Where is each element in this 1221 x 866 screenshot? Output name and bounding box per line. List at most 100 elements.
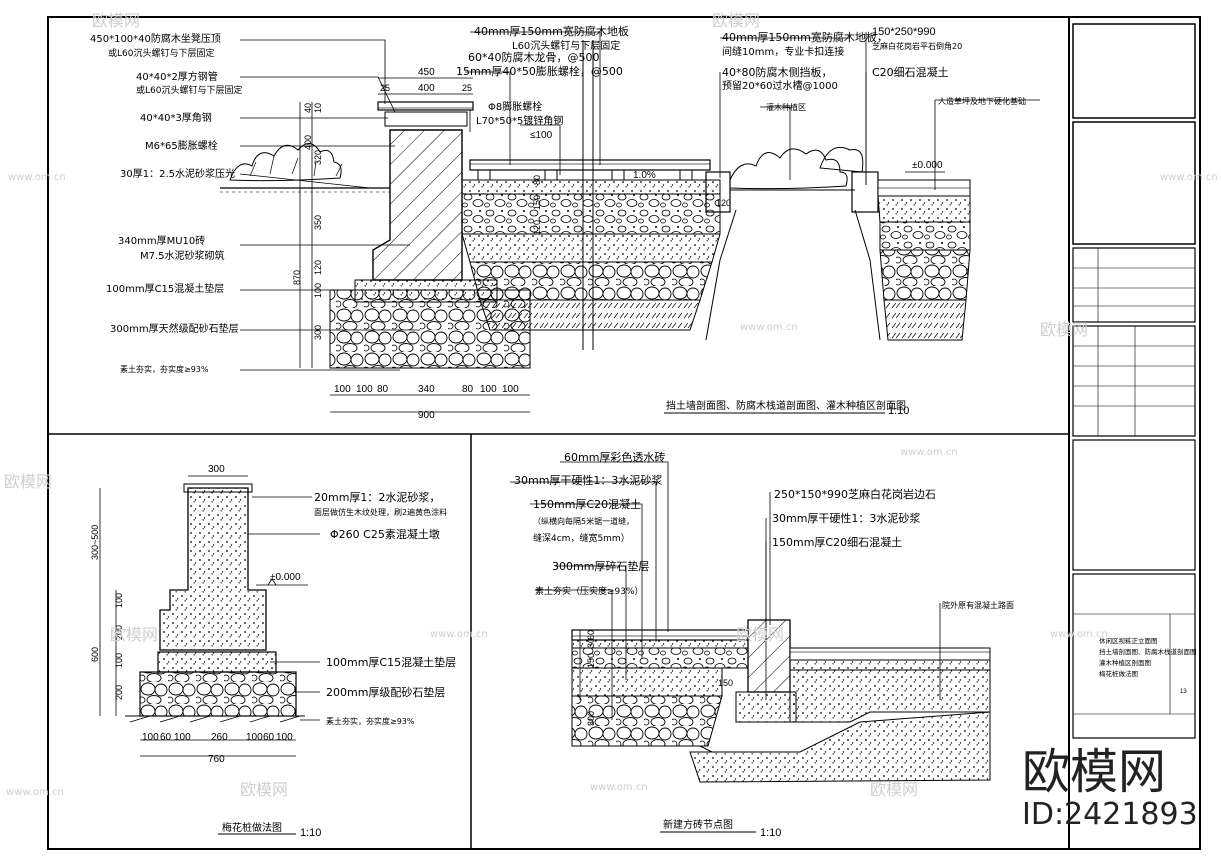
labels-section3: 60mm厚彩色透水砖 30mm厚干硬性1：3水泥砂浆 150mm厚C20混凝土 … xyxy=(514,450,1014,610)
leaders-section2 xyxy=(248,496,320,721)
dim-label: 100 xyxy=(502,384,519,395)
callout-label: 缝深4cm，缝宽5mm） xyxy=(533,532,630,544)
callout-label: 40mm厚150mm宽防腐木地板， xyxy=(722,30,888,44)
dim-label: 60 xyxy=(263,732,275,743)
callout-label: 或L60沉头螺钉与下层固定 xyxy=(108,47,214,59)
dim-label: 100 xyxy=(334,384,351,395)
dim-label: 100 xyxy=(356,384,373,395)
sheet-number: 13 xyxy=(1180,689,1187,695)
callout-label: 250*150*990芝麻白花岗岩边石 xyxy=(774,487,936,501)
watermark-text: 欧模网 xyxy=(110,625,158,644)
existing-road xyxy=(689,711,991,783)
leaders-section3 xyxy=(510,461,941,720)
watermark-text: www.om.cn xyxy=(740,322,798,333)
callout-label: 200mm厚级配砂石垫层 xyxy=(326,685,445,699)
dim-label: 10 xyxy=(313,103,323,113)
watermark-text: www.om.cn xyxy=(1050,629,1108,640)
callout-label: 30mm厚干硬性1：3水泥砂浆 xyxy=(772,511,920,525)
watermark-text: www.om.cn xyxy=(1160,172,1218,183)
callout-label: M7.5水泥砂浆砌筑 xyxy=(140,249,225,262)
brick-wall xyxy=(372,129,463,281)
dim-label: 80 xyxy=(462,384,474,395)
watermark-text: 欧模网 xyxy=(4,472,52,491)
dim-label: 200 xyxy=(114,685,124,700)
section3-scale: 1:10 xyxy=(760,827,781,839)
dim-label: 120 xyxy=(532,220,542,235)
section1-title: 挡土墙剖面图、防腐木栈道剖面图、灌木种植区剖面图 xyxy=(666,399,906,412)
callout-label: 300mm厚碎石垫层 xyxy=(552,559,649,573)
callout-label: 40mm厚150mm宽防腐木地板 xyxy=(474,24,629,38)
curb-stone xyxy=(747,619,791,693)
dim-label: 100 xyxy=(114,653,124,668)
dim-label: 60 xyxy=(160,732,172,743)
callout-label: 人造草坪及地下硬化基础 xyxy=(938,96,1026,106)
labels-top-section1: 40mm厚150mm宽防腐木地板 L60沉头螺钉与下层固定 60*40防腐木龙骨… xyxy=(456,24,1026,181)
dim-label: 150 xyxy=(718,678,733,688)
shrub-left xyxy=(229,143,342,182)
callout-label: L70*50*5镀锌角钢 xyxy=(476,114,563,127)
callout-label: C20细石混凝土 xyxy=(872,65,949,79)
dim-label: 300 xyxy=(313,325,323,340)
dim-label: 100 xyxy=(174,732,191,743)
callout-label: 450*100*40防腐木坐凳压顶 xyxy=(90,32,221,45)
svg-text:120: 120 xyxy=(716,198,731,208)
dim-label: 100 xyxy=(142,732,159,743)
dim-label: 340 xyxy=(418,384,435,395)
dim-label: 300~500 xyxy=(90,525,100,560)
wood-seat-cap xyxy=(377,101,474,111)
dim-label: 260 xyxy=(211,732,228,743)
callout-label: 340mm厚MU10砖 xyxy=(118,234,205,247)
callout-label: （纵横向每隔5米锯一道缝， xyxy=(533,516,634,526)
leaders-top xyxy=(465,31,1040,190)
dim-label: 60 xyxy=(586,630,596,640)
sheet-border xyxy=(47,16,1201,850)
pile-body xyxy=(159,487,267,651)
dim-label: 40 xyxy=(303,103,313,113)
callout-label: 100mm厚C15混凝土垫层 xyxy=(106,282,224,295)
dim-label: 350 xyxy=(313,215,323,230)
dim-label: 300 xyxy=(208,464,225,475)
dim-label: 870 xyxy=(292,270,302,285)
callout-label: 40*40*3厚角钢 xyxy=(140,111,212,124)
shrub-bed xyxy=(705,146,971,341)
callout-label: 素土夯实，夯实度≥93% xyxy=(326,716,415,726)
section-plum-pile: 300 300~500 100 200 600 100 200 100 60 1… xyxy=(90,464,456,839)
boardwalk: 120 xyxy=(461,40,731,350)
dim-labels-section2: 300 300~500 100 200 600 100 200 100 60 1… xyxy=(90,464,301,765)
dim-label: 100 xyxy=(246,732,263,743)
callout-label: 40*40*2厚方钢管 xyxy=(136,70,218,83)
dim-label: 120 xyxy=(313,260,323,275)
callout-label: 40*80防腐木侧挡板， xyxy=(722,65,833,79)
brand-logo-text: 欧模网 xyxy=(1022,744,1166,800)
watermark-text: 欧模网 xyxy=(712,11,760,30)
dim-label: 450 xyxy=(418,67,435,78)
dim-label: 100 xyxy=(114,593,124,608)
dim-label: 200 xyxy=(114,625,124,640)
title-block xyxy=(1072,23,1196,739)
watermark-text: www.om.cn xyxy=(6,787,64,798)
callout-label: 素土夯实（压实度≥93%） xyxy=(535,585,644,597)
callout-label: Φ260 C25素混凝土墩 xyxy=(330,527,440,541)
section2-scale: 1:10 xyxy=(300,827,321,839)
callout-label: 院外原有混凝土路面 xyxy=(942,600,1014,610)
drawing-list: 休闲区视粧正立面图 挡土墙剖面图、防腐木栈道剖面图 灌木种植区剖面图 梅花桩做法… xyxy=(1099,636,1197,695)
dim-label: 80 xyxy=(532,175,542,185)
drawing-list-item: 挡土墙剖面图、防腐木栈道剖面图 xyxy=(1099,647,1197,656)
callout-label: 预留20*60过水槽@1000 xyxy=(722,79,838,92)
watermark-text: www.om.cn xyxy=(8,172,66,183)
level-mark: ±0.000 xyxy=(912,160,943,171)
callout-label: 150mm厚C20细石混凝土 xyxy=(772,535,902,549)
dims-section3: 60 30 150 150 300 xyxy=(579,630,733,726)
dim-label: 400 xyxy=(418,83,435,94)
dim-label: 80 xyxy=(377,384,389,395)
callout-label: 60mm厚彩色透水砖 xyxy=(564,450,665,464)
watermark-text: 欧模网 xyxy=(92,11,140,30)
callout-label: 100mm厚C15混凝土垫层 xyxy=(326,655,456,669)
dim-label: 150 xyxy=(532,195,542,210)
watermarks: 欧模网 欧模网 www.om.cn www.om.cn 欧模网 www.om.c… xyxy=(4,11,1218,799)
callout-label: 面层做仿生木纹处理，刷2遍黄色涂料 xyxy=(314,507,447,517)
callout-label: 30厚1：2.5水泥砂浆压光 xyxy=(120,167,235,180)
callout-label: 15mm厚40*50膨胀螺栓，@500 xyxy=(456,64,623,78)
dim-label: 400 xyxy=(303,135,313,150)
dim-label: 760 xyxy=(208,754,225,765)
